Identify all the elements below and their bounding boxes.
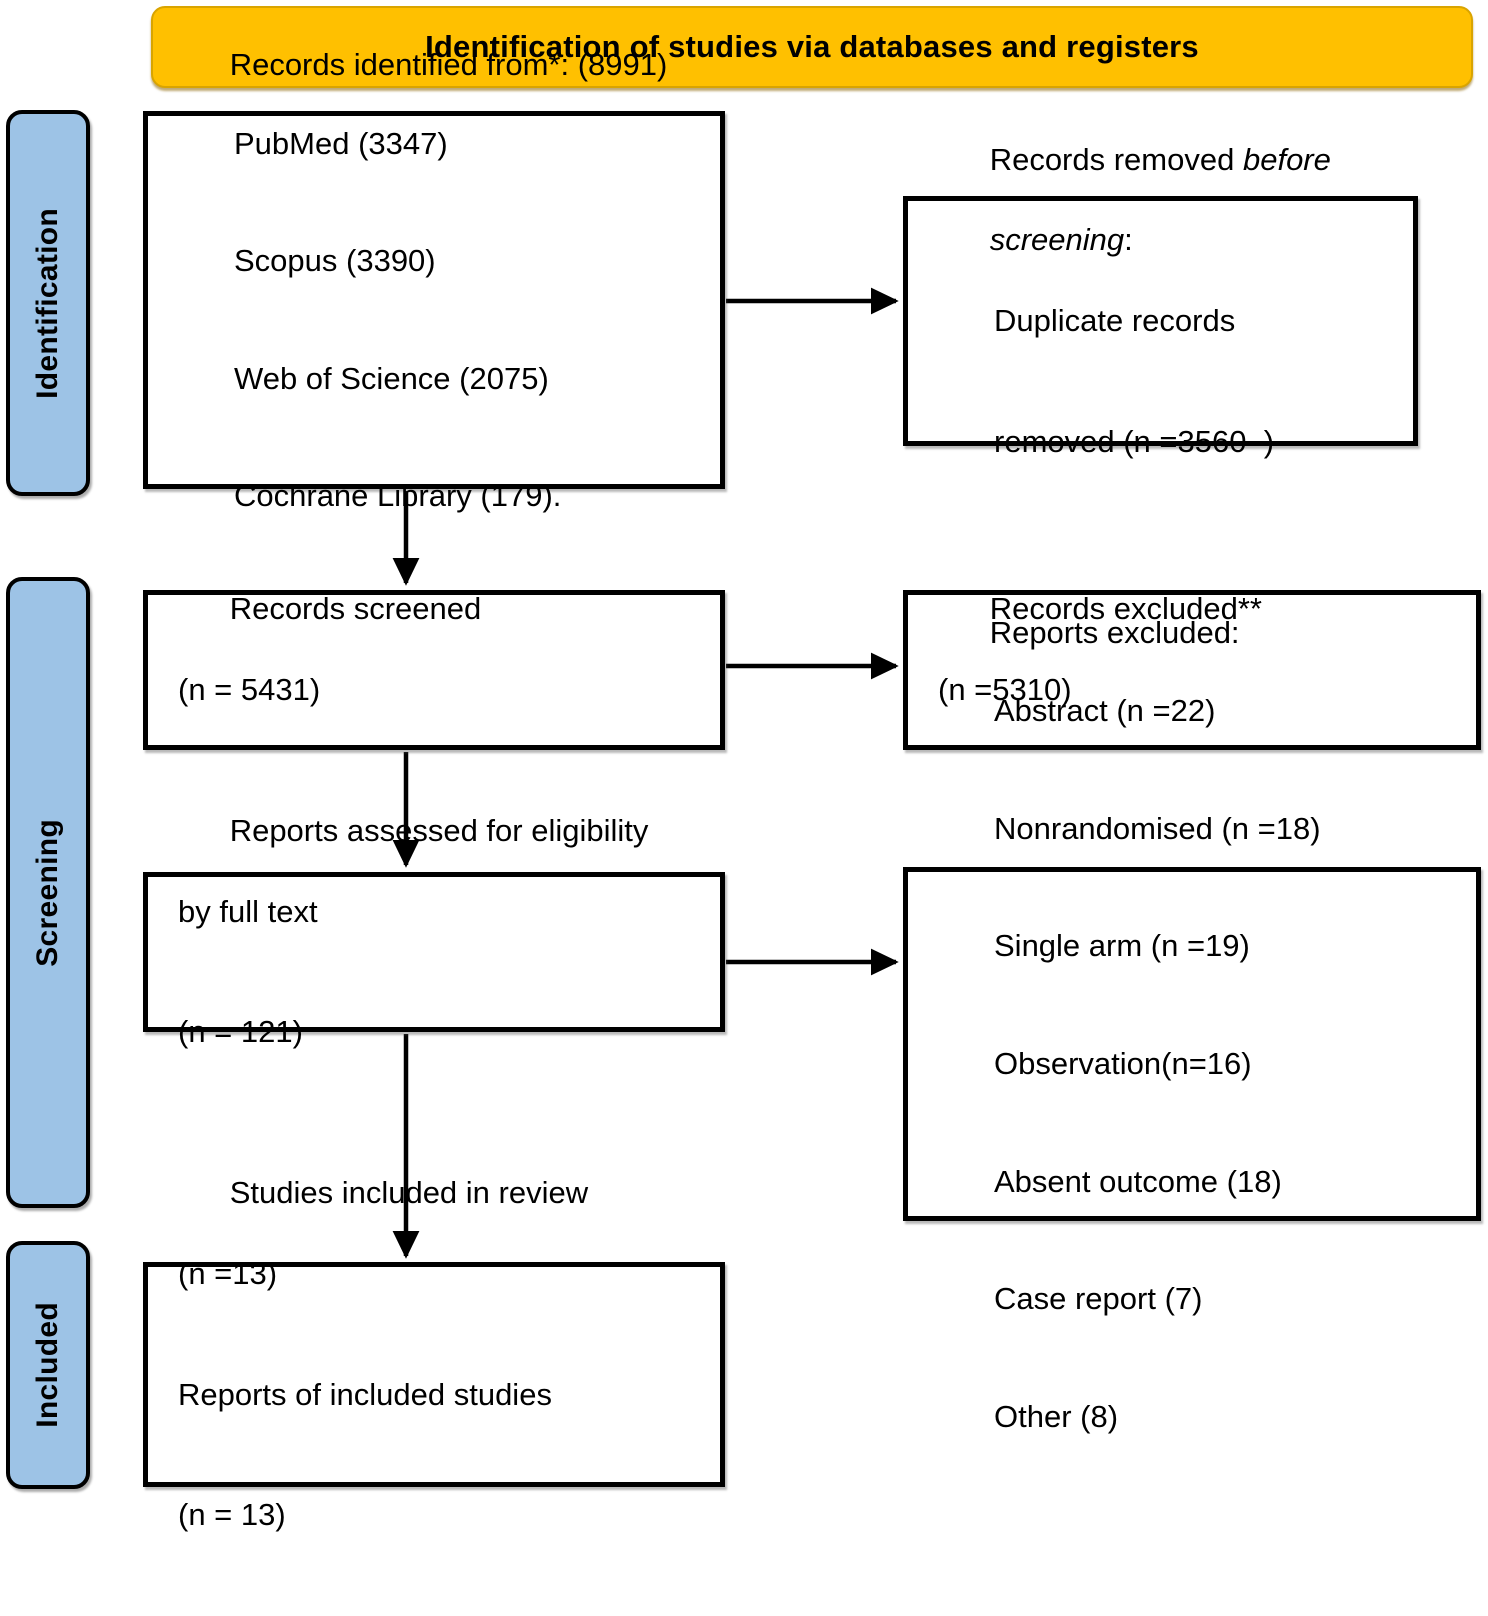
node-records-removed-text: Records removed before screening: Duplic…: [908, 99, 1413, 542]
reports-excluded-reason-observation: Observation(n=16): [994, 1046, 1252, 1081]
phase-bar-included: Included: [6, 1241, 90, 1489]
phase-bar-identification: Identification: [6, 110, 90, 496]
records-identified-source-pubmed: PubMed (3347): [234, 125, 448, 161]
records-identified-source-web-of-science: Web of Science (2075): [234, 360, 549, 396]
phase-label-identification: Identification: [31, 207, 64, 399]
records-removed-line-2a: screening: [989, 222, 1125, 258]
records-identified-source-cochrane: Cochrane Library (179).: [234, 478, 562, 514]
node-records-screened: Records screened (n = 5431): [143, 590, 725, 750]
reports-assessed-line-1: Reports assessed for eligibility: [229, 812, 649, 848]
node-reports-assessed-for-eligibility: Reports assessed for eligibility by full…: [143, 813, 725, 1049]
node-records-excluded: Records excluded** (n =5310): [903, 590, 1481, 750]
records-identified-line-1: Records identified from*: (8991): [229, 47, 668, 83]
records-identified-source-scopus: Scopus (3390): [234, 243, 436, 279]
studies-included-count: (n =13): [178, 1255, 278, 1291]
phase-label-included: Included: [31, 1302, 64, 1428]
reports-excluded-reason-abstract: Abstract (n =22): [994, 693, 1216, 729]
node-records-screened-text: Records screened (n = 5431): [148, 549, 720, 791]
reports-of-included-studies-label: Reports of included studies: [178, 1376, 552, 1412]
reports-excluded-reason-nonrandomised: Nonrandomised (n =18): [994, 810, 1321, 846]
phase-label-screening: Screening: [31, 818, 64, 967]
reports-excluded-reason-single-arm: Single arm (n =19): [994, 928, 1250, 964]
node-studies-included-in-review: Studies included in review (n =13) Repor…: [143, 1175, 725, 1532]
reports-assessed-count: (n = 121): [178, 1014, 303, 1050]
records-removed-line-1b: before: [1242, 141, 1331, 177]
records-removed-line-1a: Records removed: [989, 141, 1243, 177]
node-records-excluded-text: Records excluded** (n =5310): [908, 549, 1476, 791]
page-title: Identification of studies via databases …: [425, 29, 1199, 64]
reports-assessed-line-2: by full text: [178, 893, 318, 929]
records-removed-line-2b: :: [1124, 222, 1133, 258]
records-removed-duplicates-label: Duplicate records: [994, 302, 1236, 338]
node-records-identified: Records identified from*: (8991) PubMed …: [143, 47, 725, 513]
records-excluded-label: Records excluded**: [989, 591, 1262, 627]
records-screened-label: Records screened: [229, 591, 482, 627]
reports-of-included-studies-count: (n = 13): [178, 1497, 286, 1533]
reports-excluded-label: Reports excluded:: [989, 614, 1240, 650]
reports-excluded-reason-case-report: Case report (7): [994, 1281, 1203, 1317]
reports-excluded-reason-absent-outcome: Absent outcome (18): [994, 1163, 1282, 1199]
diagram-header-banner: Identification of studies via databases …: [151, 6, 1473, 88]
node-records-identified-text: Records identified from*: (8991) PubMed …: [148, 6, 720, 594]
node-reports-excluded-text: Reports excluded: Abstract (n =22) Nonra…: [908, 574, 1476, 1515]
node-studies-included-text: Studies included in review (n =13) Repor…: [148, 1133, 720, 1616]
studies-included-label: Studies included in review: [229, 1175, 589, 1211]
node-reports-excluded: Reports excluded: Abstract (n =22) Nonra…: [903, 615, 1481, 1434]
records-screened-count: (n = 5431): [178, 672, 321, 707]
records-excluded-count: (n =5310): [938, 672, 1072, 707]
node-records-removed-before-screening: Records removed before screening: Duplic…: [903, 142, 1418, 459]
prisma-flow-diagram: Identification of studies via databases …: [6, 6, 1481, 1532]
node-reports-assessed-text: Reports assessed for eligibility by full…: [148, 771, 720, 1134]
reports-excluded-reason-other: Other (8): [994, 1398, 1119, 1434]
records-removed-duplicates-count: removed (n =3560 ): [994, 423, 1275, 459]
phase-bar-screening: Screening: [6, 577, 90, 1208]
